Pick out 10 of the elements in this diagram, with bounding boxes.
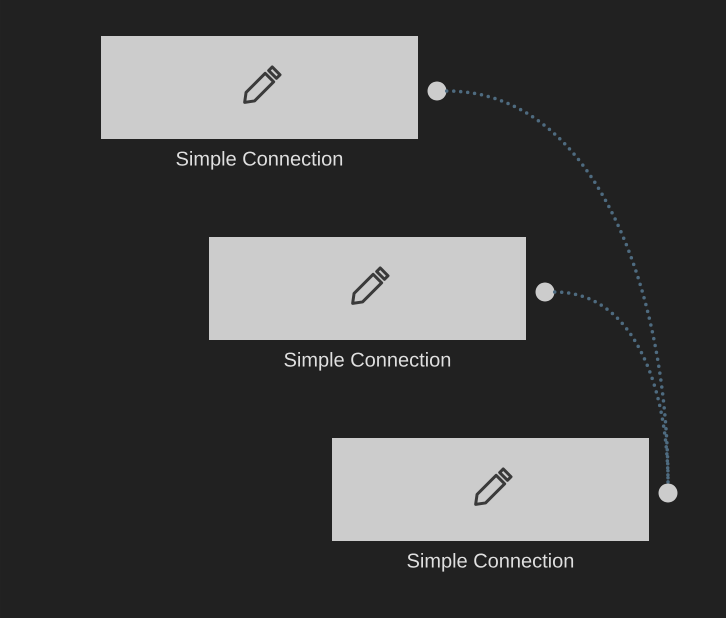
node-label: Simple Connection [407,553,574,572]
connector [552,290,670,486]
node-label: Simple Connection [284,352,450,371]
node-label: Simple Connection [176,151,342,170]
card-box [332,438,649,541]
connection-port [428,82,446,100]
connection-port [536,282,554,302]
card-box [209,237,526,340]
card-box [101,36,418,139]
connection-port [658,484,678,502]
